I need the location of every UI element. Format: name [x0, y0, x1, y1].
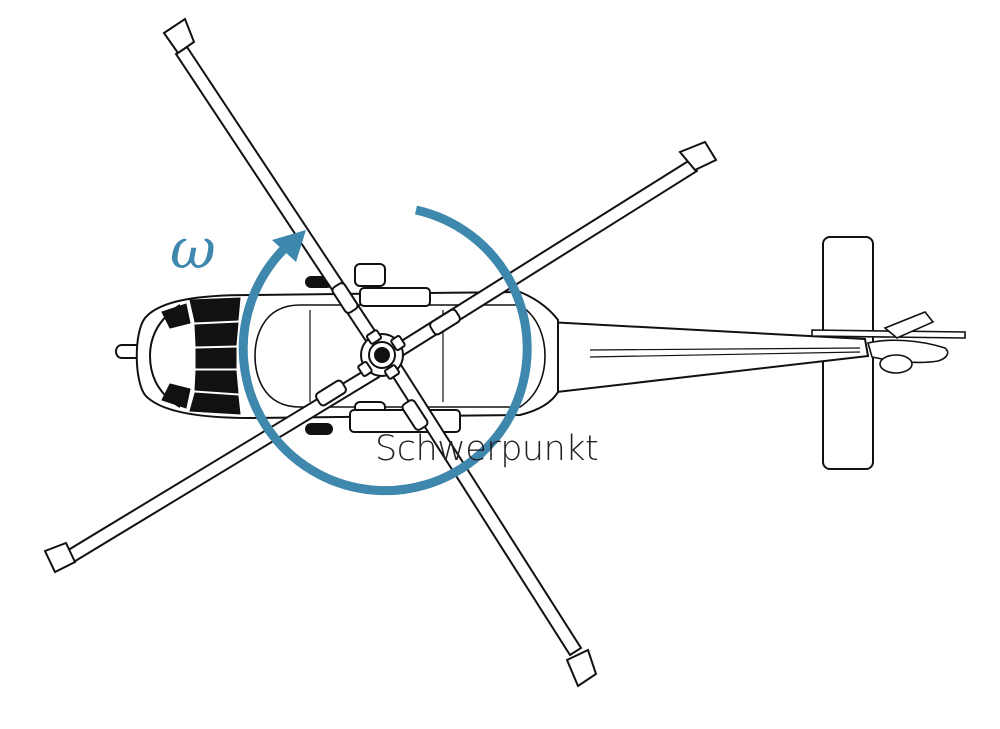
angular-velocity-label: ω	[170, 217, 216, 282]
center-of-gravity-label: Schwerpunkt	[375, 429, 599, 469]
curved-arrow-icon	[238, 205, 532, 496]
main-rotor-blades	[43, 17, 718, 688]
tail-rotor	[811, 311, 966, 374]
rotor-hub	[315, 282, 461, 431]
cockpit-windows	[161, 297, 241, 415]
